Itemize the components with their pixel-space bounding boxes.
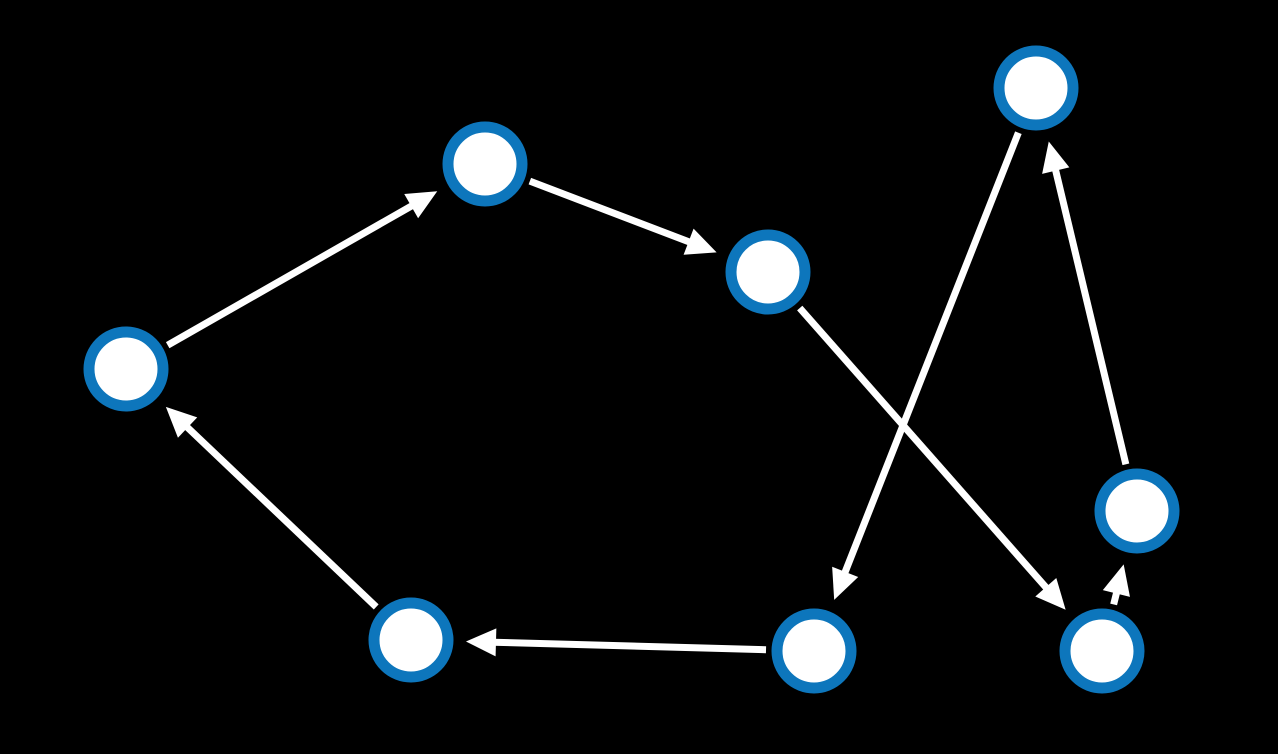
edge-shaft: [165, 201, 416, 349]
arrowhead-icon: [404, 191, 438, 219]
graph-edge: [165, 406, 379, 610]
arrowhead-icon: [683, 228, 717, 255]
arrowhead-icon: [1042, 141, 1070, 174]
edge-shaft: [1051, 166, 1130, 466]
graph-edge: [1102, 564, 1130, 606]
graph-node: [1094, 468, 1180, 554]
graph-node: [83, 326, 169, 412]
graph-edge: [165, 191, 438, 349]
graph-edge: [832, 131, 1022, 600]
arrowhead-icon: [165, 406, 198, 438]
graph-node: [993, 45, 1079, 131]
edge-shaft: [840, 131, 1022, 577]
arrowhead-icon: [465, 628, 497, 657]
graph-node: [442, 121, 528, 207]
edge-shaft: [528, 177, 693, 247]
edge-shaft: [492, 638, 767, 654]
graph-node: [771, 608, 857, 694]
graph-edge: [465, 628, 767, 657]
arrowhead-icon: [832, 566, 859, 600]
arrowhead-icon: [1102, 564, 1130, 597]
graph-node: [1059, 608, 1145, 694]
edge-shaft: [797, 305, 1051, 592]
edge-shaft: [183, 422, 379, 610]
arrowhead-icon: [1035, 577, 1066, 610]
graph-node: [725, 229, 811, 315]
graph-node: [368, 597, 454, 683]
graph-edge: [1042, 141, 1130, 466]
graph-edge: [528, 177, 717, 255]
graph-edge: [797, 305, 1066, 610]
